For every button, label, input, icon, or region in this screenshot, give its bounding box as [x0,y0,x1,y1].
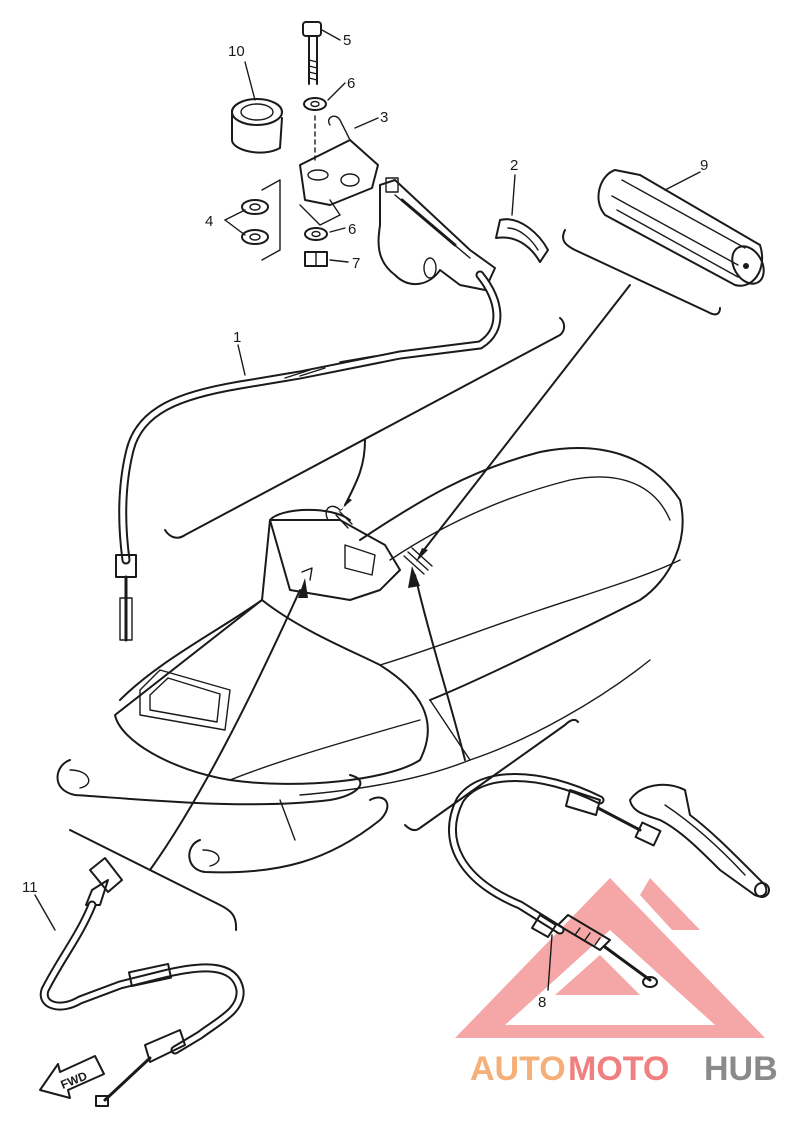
section-brackets [69,229,721,931]
bracket [495,218,549,263]
watermark-hub: HUB [704,1050,778,1088]
callout-leaders [34,29,701,991]
fwd-label: FWD [59,1069,90,1092]
forward-arrow: FWD [39,1055,105,1099]
callout-10: 10 [228,43,245,60]
watermark-auto: AUTO [470,1050,566,1088]
handle-grip [597,169,765,287]
watermark-logo [455,878,765,1038]
callout-3: 3 [380,109,388,126]
stop-switch-cable [39,857,245,1107]
callout-6-upper: 6 [347,75,355,92]
throttle-housing [241,21,496,291]
watermark-moto: MOTO [568,1050,669,1088]
callout-5: 5 [343,32,351,49]
brake-lever [629,783,770,898]
watermark-text: AUTO MOTO HUB [470,1050,778,1088]
callout-7: 7 [352,255,360,272]
callout-1: 1 [233,329,241,346]
snowmobile-body [56,447,684,874]
callout-8: 8 [538,994,546,1011]
throttle-cable [115,270,502,642]
leader-arrows [149,284,631,871]
callout-2: 2 [510,157,518,174]
callout-11: 11 [22,879,38,896]
callout-9: 9 [700,157,708,174]
callout-6-lower: 6 [348,221,356,238]
collar [231,98,283,154]
callout-labels: 1 2 3 4 5 6 6 7 8 9 10 11 [22,32,708,1011]
callout-4: 4 [205,213,213,230]
